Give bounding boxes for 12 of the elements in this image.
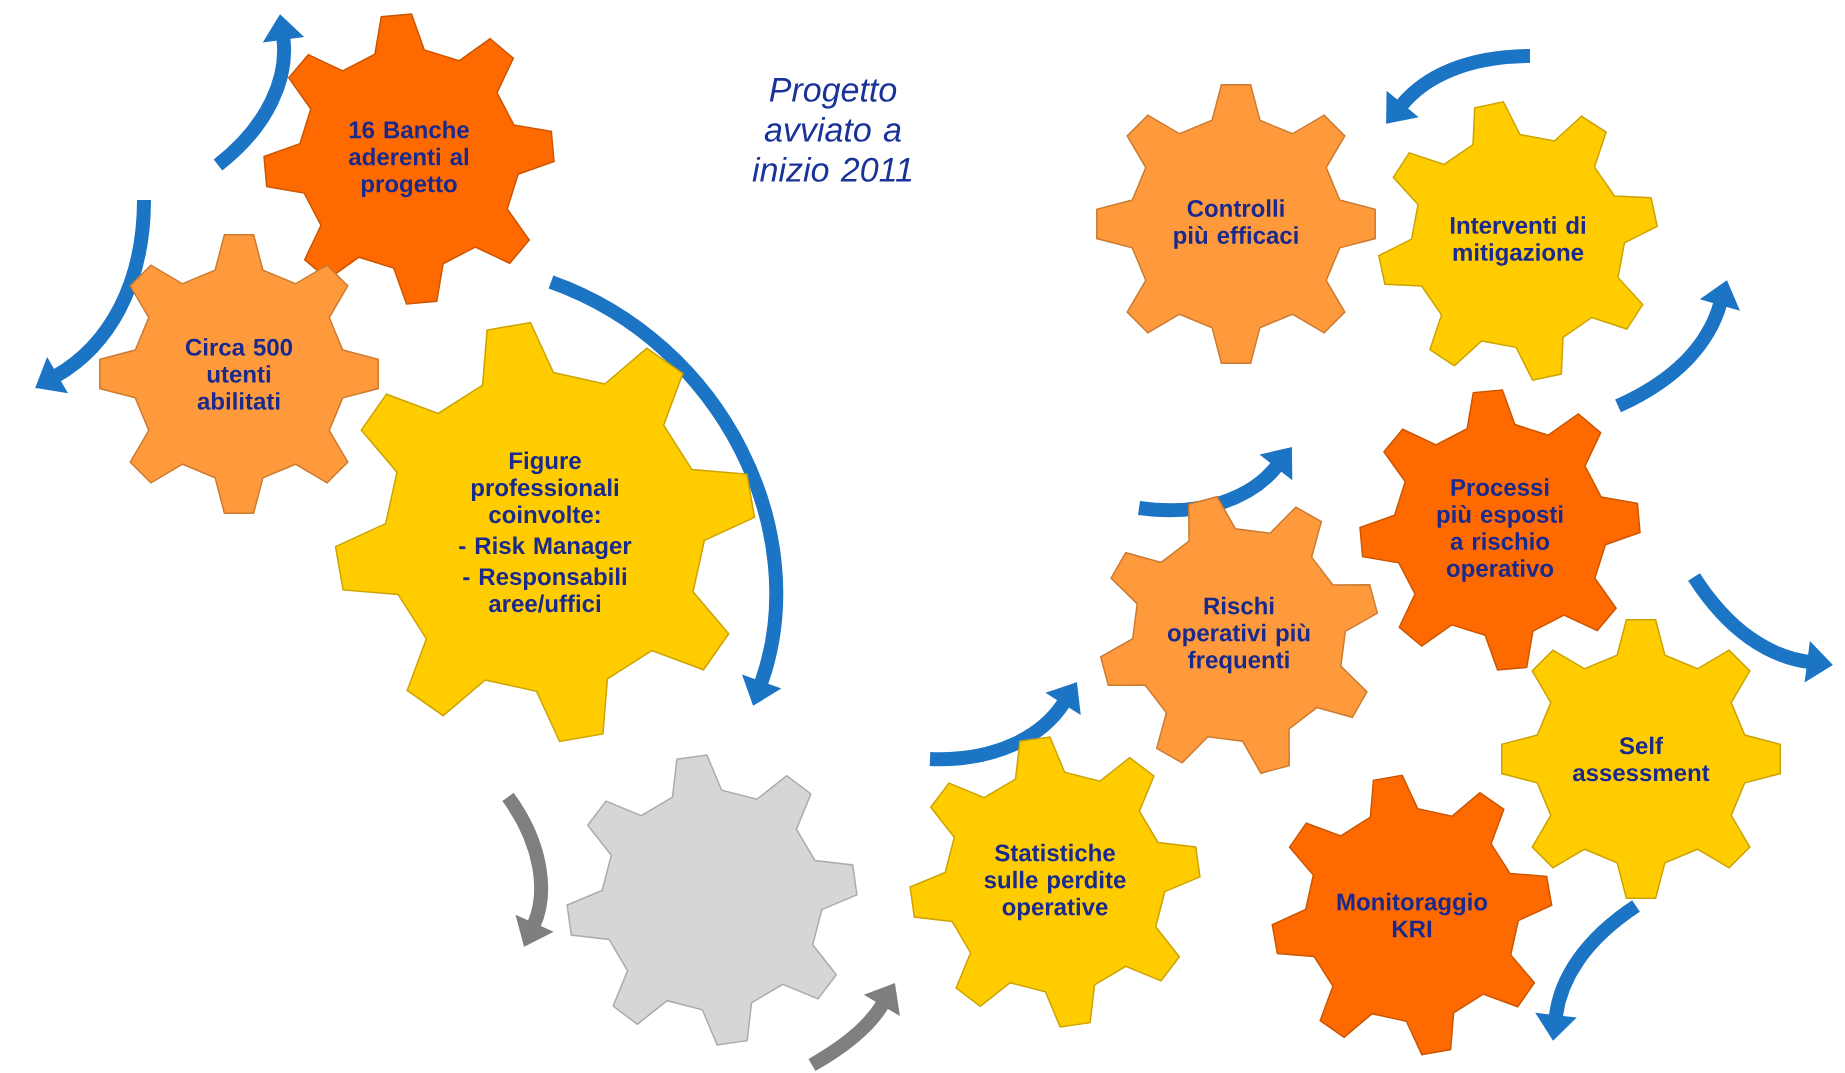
gear: Monitoraggio KRI [1271, 774, 1553, 1056]
gear: Processi più esposti a rischio operativo [1359, 389, 1641, 671]
gear: Statistiche sulle perdite operative [909, 736, 1201, 1028]
title: Progetto avviato a inizio 2011 [752, 78, 912, 182]
gear: Figure professionali coinvolte: - Risk Manager - Responsabili aree/uffici [334, 321, 756, 743]
gear: Rischi operativi più frequenti [1099, 495, 1379, 775]
gear: Interventi di mitigazione [1377, 100, 1659, 382]
gear: Circa 500 utenti abilitati [99, 234, 379, 514]
gear: Self assessment [1501, 619, 1781, 899]
gear [566, 754, 858, 1046]
gear: Controlli più efficaci [1096, 84, 1376, 364]
gear: 16 Banche aderenti al progetto [263, 13, 555, 305]
